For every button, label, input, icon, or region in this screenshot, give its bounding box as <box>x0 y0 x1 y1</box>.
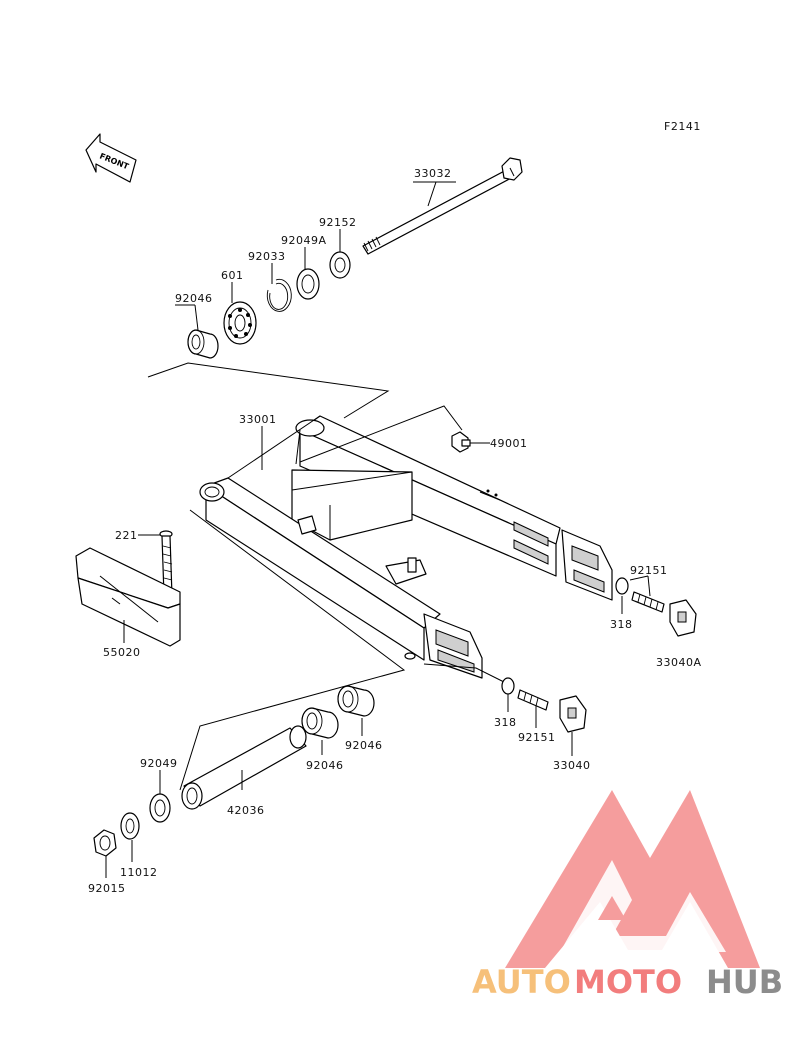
chain-slider-55020 <box>75 547 181 647</box>
adjuster-block-33040 <box>559 695 587 733</box>
bolt-92151-left <box>517 689 549 711</box>
label-33040a: 33040A <box>656 656 702 669</box>
label-33032: 33032 <box>414 167 452 180</box>
label-92046-top: 92046 <box>175 292 213 305</box>
seal-92049a <box>296 268 320 300</box>
bearing-601 <box>223 301 257 345</box>
sleeve-42036 <box>181 725 307 810</box>
label-318-right: 318 <box>610 618 633 631</box>
assembly-guide-top <box>147 362 390 419</box>
label-33040: 33040 <box>553 759 591 772</box>
label-42036: 42036 <box>227 804 265 817</box>
watermark-moto: MOTO <box>574 963 682 1001</box>
label-92046-b1: 92046 <box>306 759 344 772</box>
label-601: 601 <box>221 269 244 282</box>
label-92151-right: 92151 <box>630 564 668 577</box>
label-33001: 33001 <box>239 413 277 426</box>
nut-318-right <box>615 577 629 595</box>
label-92015: 92015 <box>88 882 126 895</box>
automotohub-logo <box>505 790 760 968</box>
washer-11012 <box>120 812 140 840</box>
label-221: 221 <box>115 529 138 542</box>
swingarm-33001 <box>199 415 613 679</box>
axle-33032 <box>362 157 523 255</box>
label-55020: 55020 <box>103 646 141 659</box>
label-92151-left: 92151 <box>518 731 556 744</box>
nut-318-left <box>501 677 515 695</box>
nut-92152 <box>329 251 351 279</box>
adjuster-block-33040a <box>669 599 697 637</box>
front-arrow-icon: FRONT <box>85 133 137 183</box>
bolt-92151-right <box>631 591 665 613</box>
label-92049: 92049 <box>140 757 178 770</box>
seal-92049 <box>149 793 171 823</box>
needle-bearing-92046-b1 <box>301 707 339 739</box>
needle-bearing-92046-top <box>187 329 219 359</box>
label-92033: 92033 <box>248 250 286 263</box>
grease-nipple-49001 <box>451 431 471 453</box>
label-92049a: 92049A <box>281 234 327 247</box>
watermark-auto: AUTO <box>472 963 571 1001</box>
label-49001: 49001 <box>490 437 528 450</box>
needle-bearing-92046-b2 <box>337 685 375 717</box>
nut-92015 <box>93 829 117 857</box>
assembly-guide-bottom <box>179 509 406 791</box>
label-318-left: 318 <box>494 716 517 729</box>
label-92152: 92152 <box>319 216 357 229</box>
label-92046-b2: 92046 <box>345 739 383 752</box>
watermark-hub: HUB <box>706 963 783 1001</box>
circlip-92033 <box>266 278 292 312</box>
figure-code: F2141 <box>664 120 701 133</box>
label-11012: 11012 <box>120 866 158 879</box>
